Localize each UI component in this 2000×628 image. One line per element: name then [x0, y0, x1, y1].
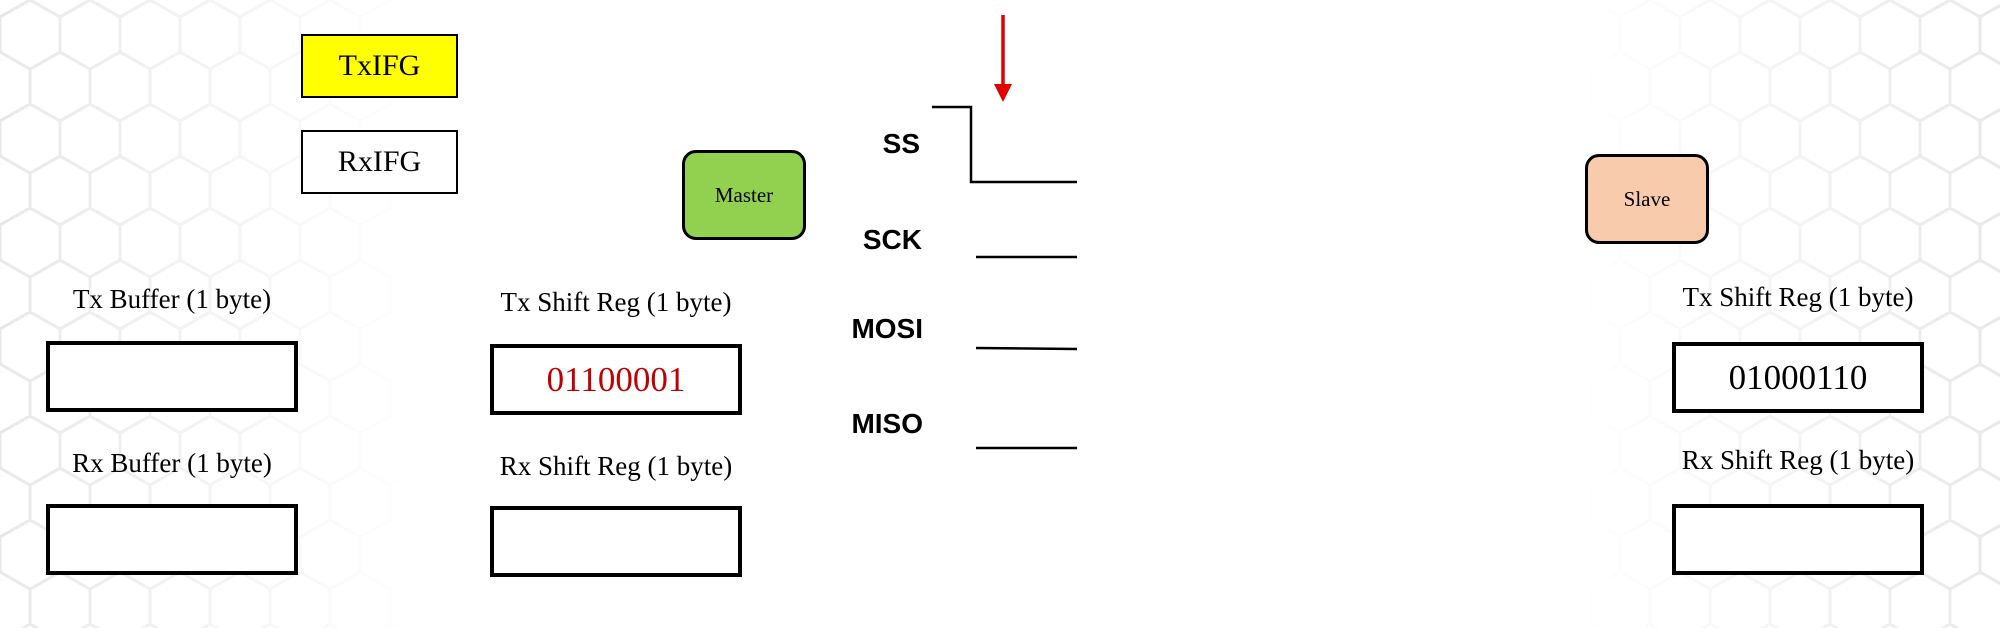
rxifg-flag: RxIFG: [301, 130, 458, 194]
master-rx-shift-label: Rx Shift Reg (1 byte): [499, 451, 733, 481]
txifg-flag: TxIFG: [301, 34, 458, 98]
slave-label: Slave: [1623, 186, 1671, 211]
master-tx-shift-label: Tx Shift Reg (1 byte): [500, 287, 732, 317]
slave-rx-shift-label: Rx Shift Reg (1 byte): [1681, 445, 1915, 475]
slave-tx-shift-label: Tx Shift Reg (1 byte): [1682, 282, 1914, 312]
master-label: Master: [714, 182, 774, 207]
master-tx-shift-value: 01100001: [546, 359, 686, 399]
master-node: Master: [682, 150, 806, 240]
slave-tx-shift-value: 01000110: [1728, 357, 1868, 397]
slave-rx-shift-register: [1672, 504, 1924, 575]
master-tx-shift-register: 01100001: [490, 344, 742, 415]
miso-signal-label: MISO: [851, 408, 923, 439]
slave-tx-shift-register: 01000110: [1672, 342, 1924, 413]
ss-signal-label: SS: [882, 128, 920, 159]
slave-node: Slave: [1585, 154, 1709, 244]
rx-buffer-label: Rx Buffer (1 byte): [72, 448, 272, 478]
sck-signal-label: SCK: [862, 224, 922, 255]
tx-buffer-label: Tx Buffer (1 byte): [72, 284, 272, 314]
txifg-label: TxIFG: [338, 49, 421, 82]
tx-buffer-register: [46, 341, 298, 412]
master-rx-shift-register: [490, 506, 742, 577]
rxifg-label: RxIFG: [337, 145, 422, 178]
rx-buffer-register: [46, 504, 298, 575]
mosi-signal-label: MOSI: [851, 313, 923, 344]
